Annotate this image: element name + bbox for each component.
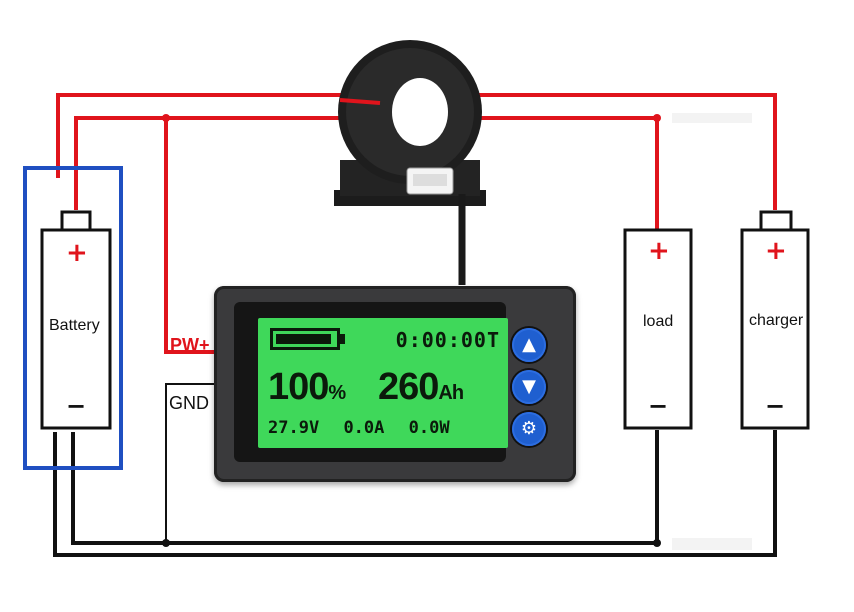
power-readout: 0.0W (408, 418, 450, 438)
gnd-label: GND (169, 393, 209, 413)
charger-terminal (759, 210, 793, 232)
up-button[interactable]: ▲ (512, 328, 546, 362)
charger-body (740, 228, 810, 430)
capacity-readout: 260Ah (378, 366, 464, 409)
pw-plus-label: PW+ (170, 335, 210, 355)
negative-wires (53, 430, 777, 557)
down-button[interactable]: ▼ (512, 370, 546, 404)
gnd-wire (165, 383, 214, 543)
down-arrow-icon: ▼ (522, 376, 536, 397)
voltage-readout: 27.9V (268, 418, 320, 438)
runtime-readout: 0:00:00T (395, 328, 500, 352)
battery-monitor: 0:00:00T 100% 260Ah 27.9V 0.0A 0.0W ▲ ▼ … (214, 286, 576, 482)
gear-icon: ⚙ (520, 418, 538, 439)
battery-minus: − (66, 392, 87, 420)
up-arrow-icon: ▲ (522, 334, 536, 355)
battery-outline (23, 166, 123, 470)
load-minus: − (648, 392, 669, 420)
battery-level-tip (340, 334, 345, 344)
load-body (623, 228, 693, 430)
battery-level-bar (270, 328, 340, 350)
settings-button[interactable]: ⚙ (512, 412, 546, 446)
lcd-screen: 0:00:00T 100% 260Ah 27.9V 0.0A 0.0W (258, 318, 508, 448)
percent-unit: % (328, 382, 346, 404)
battery-terminal (60, 210, 92, 232)
current-readout: 0.0A (343, 418, 385, 438)
current-sensor (334, 40, 486, 285)
capacity-value: 260 (378, 366, 439, 408)
battery-label: Battery (49, 317, 100, 334)
battery-plus: + (66, 238, 88, 268)
battery-level-fill (276, 334, 331, 344)
capacity-unit: Ah (438, 382, 464, 404)
electrical-readouts: 27.9V 0.0A 0.0W (268, 418, 464, 438)
load-label: load (643, 313, 674, 330)
charger-minus: − (765, 392, 786, 420)
charger-plus: + (765, 236, 787, 266)
load-plus: + (648, 236, 670, 266)
percent-readout: 100% (268, 366, 346, 409)
percent-value: 100 (268, 366, 329, 408)
charger-label: charger (749, 312, 804, 329)
battery-body (40, 228, 112, 430)
